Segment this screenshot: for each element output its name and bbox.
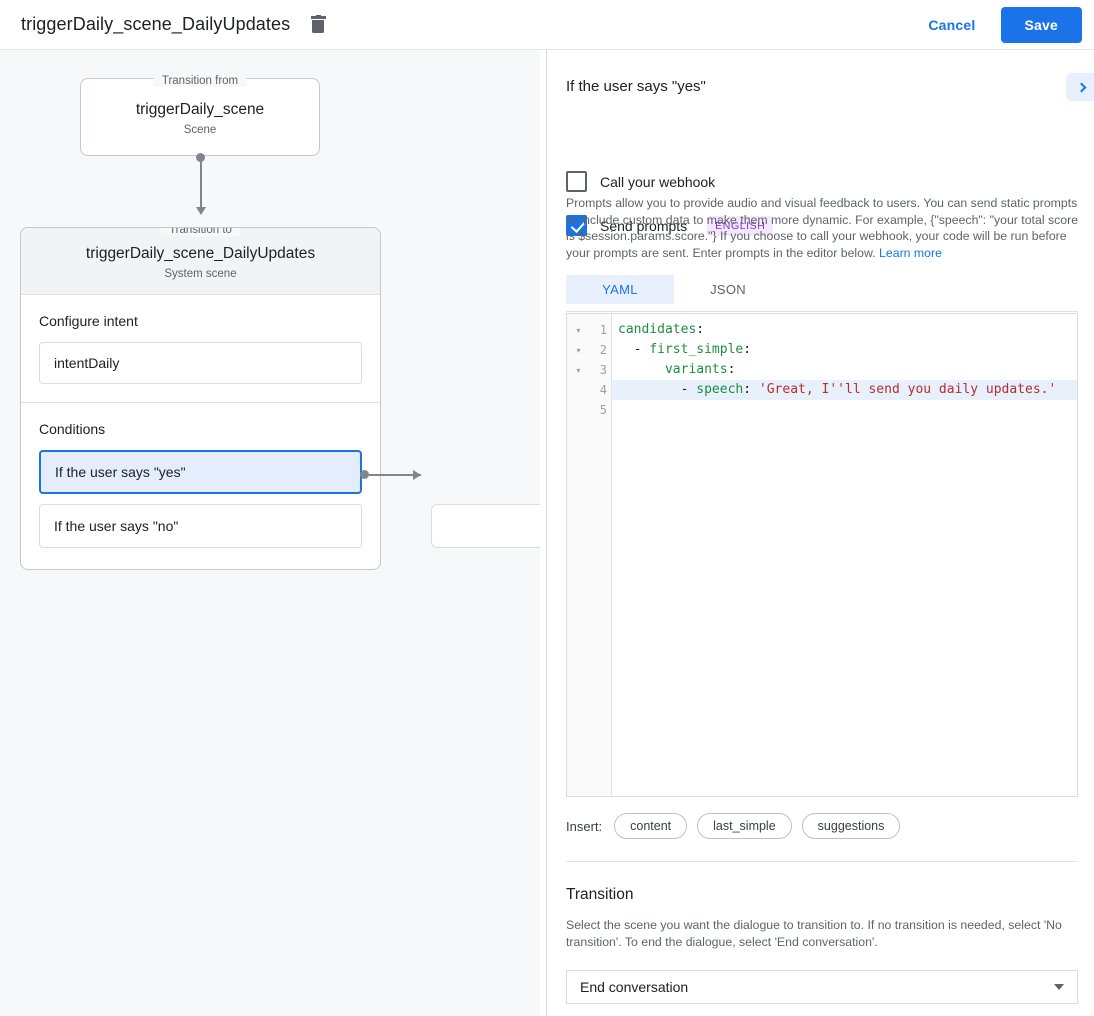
editor-code-area[interactable]: candidates: - first_simple: variants: - … — [612, 314, 1077, 796]
edge-arrow-right — [413, 469, 421, 480]
scene-graph-canvas[interactable]: Transition from triggerDaily_scene Scene… — [0, 50, 540, 1016]
expand-panel-button[interactable] — [1066, 73, 1094, 101]
transition-from-title: triggerDaily_scene — [135, 101, 265, 118]
learn-more-link[interactable]: Learn more — [879, 245, 942, 260]
call-webhook-checkbox[interactable] — [566, 171, 587, 192]
trash-icon — [310, 14, 326, 33]
code-token: - — [618, 342, 650, 357]
editor-code-line[interactable]: - speech: 'Great, I''ll send you daily u… — [612, 380, 1077, 400]
code-token — [618, 362, 665, 377]
tab-yaml[interactable]: YAML — [566, 275, 674, 304]
condition-output-dot — [360, 470, 369, 479]
code-token: candidates — [618, 322, 697, 337]
transition-to-title: triggerDaily_scene_DailyUpdates — [85, 245, 316, 262]
chevron-down-icon — [1054, 984, 1064, 990]
section-divider — [21, 402, 380, 403]
prompts-description-text: Prompts allow you to provide audio and v… — [566, 196, 1079, 260]
intent-input[interactable]: intentDaily — [39, 342, 362, 384]
editor-fold-toggle — [567, 400, 590, 420]
code-token: - — [618, 382, 697, 397]
transition-from-legend: Transition from — [81, 71, 319, 89]
conditions-section: Conditions If the user says "yes" If the… — [21, 403, 380, 569]
editor-fold-toggle[interactable]: ▾ — [576, 345, 581, 355]
code-token: first_simple — [649, 342, 744, 357]
code-token: speech — [696, 382, 744, 397]
configure-intent-label: Configure intent — [39, 313, 138, 329]
editor-line-number: 3 — [599, 363, 607, 377]
code-token: : — [743, 342, 752, 357]
editor-code-line[interactable]: candidates: — [612, 320, 1077, 340]
edge-line-vertical — [200, 157, 202, 209]
insert-chips-row: Insert: content last_simple suggestions — [566, 813, 901, 839]
insert-chip-last-simple[interactable]: last_simple — [697, 813, 792, 839]
editor-fold-toggle[interactable]: ▾ — [576, 325, 581, 335]
transition-to-header: triggerDaily_scene_DailyUpdates System s… — [21, 228, 380, 295]
top-bar-actions: Cancel Save — [912, 6, 1094, 43]
save-button[interactable]: Save — [1000, 6, 1082, 43]
editor-fold-toggle[interactable]: ▾ — [576, 365, 581, 375]
insert-chip-content[interactable]: content — [614, 813, 688, 839]
send-prompts-checkbox[interactable] — [566, 215, 587, 236]
transition-to-card[interactable]: Transition to triggerDaily_scene_DailyUp… — [20, 227, 381, 570]
panel-divider[interactable] — [546, 50, 547, 1016]
canvas-gutter — [540, 50, 546, 1016]
tab-json[interactable]: JSON — [710, 282, 746, 297]
transition-section-description: Select the scene you want the dialogue t… — [566, 918, 1062, 949]
send-prompts-row[interactable]: Send prompts ENGLISH — [566, 215, 774, 236]
code-token: : — [696, 322, 705, 337]
chevron-right-icon — [1076, 82, 1087, 92]
delete-button[interactable] — [304, 11, 332, 39]
transition-section-title: Transition — [566, 886, 634, 903]
insert-chip-suggestions[interactable]: suggestions — [801, 813, 901, 839]
editor-line-number: 1 — [599, 323, 607, 337]
transition-select[interactable]: End conversation — [566, 970, 1078, 1004]
transition-from-card[interactable]: Transition from triggerDaily_scene Scene — [80, 75, 320, 156]
send-prompts-label: Send prompts — [600, 217, 688, 234]
condition-item-no[interactable]: If the user says "no" — [39, 504, 362, 548]
transition-select-value: End conversation — [580, 979, 689, 995]
edge-line-horizontal — [369, 474, 421, 476]
tabs-rule — [566, 311, 1078, 312]
editor-line-number: 4 — [599, 383, 607, 397]
editor-line-number: 2 — [599, 343, 607, 357]
transition-from-subtitle: Scene — [183, 124, 217, 136]
configure-intent-section: Configure intent intentDaily — [21, 295, 380, 402]
editor-line-numbers: 1 2 3 4 5 — [590, 314, 612, 796]
page-title: triggerDaily_scene_DailyUpdates — [21, 14, 291, 34]
code-token: : — [727, 362, 736, 377]
section-separator — [566, 861, 1078, 862]
edge-arrow-down — [195, 207, 206, 215]
cancel-button[interactable]: Cancel — [912, 8, 991, 42]
condition-item-yes[interactable]: If the user says "yes" — [39, 450, 362, 494]
transition-to-subtitle: System scene — [164, 268, 237, 280]
editor-format-tabs: YAML JSON — [566, 275, 782, 304]
code-token: : — [743, 382, 759, 397]
language-badge: ENGLISH — [707, 215, 774, 236]
editor-code-line[interactable] — [612, 400, 1077, 420]
code-token: 'Great, I''ll send you daily updates.' — [758, 382, 1057, 397]
insert-label: Insert: — [566, 818, 603, 834]
editor-code-line[interactable]: variants: — [612, 360, 1077, 380]
conditions-label: Conditions — [39, 421, 106, 437]
top-bar: triggerDaily_scene_DailyUpdates Cancel S… — [0, 0, 1094, 50]
call-webhook-label: Call your webhook — [600, 173, 716, 190]
editor-fold-toggle — [567, 380, 590, 400]
transition-target-card[interactable] — [431, 504, 540, 548]
editor-fold-column: ▾ ▾ ▾ — [567, 314, 590, 796]
prompts-description: Prompts allow you to provide audio and v… — [566, 195, 1090, 261]
editor-line-number: 5 — [599, 403, 607, 417]
prompt-code-editor[interactable]: ▾ ▾ ▾ 1 2 3 4 5 candidates: - first_simple: va… — [566, 313, 1078, 797]
editor-code-line[interactable]: - first_simple: — [612, 340, 1077, 360]
call-webhook-row[interactable]: Call your webhook — [566, 171, 715, 192]
panel-title: If the user says "yes" — [566, 78, 706, 95]
code-token: variants — [664, 362, 728, 377]
